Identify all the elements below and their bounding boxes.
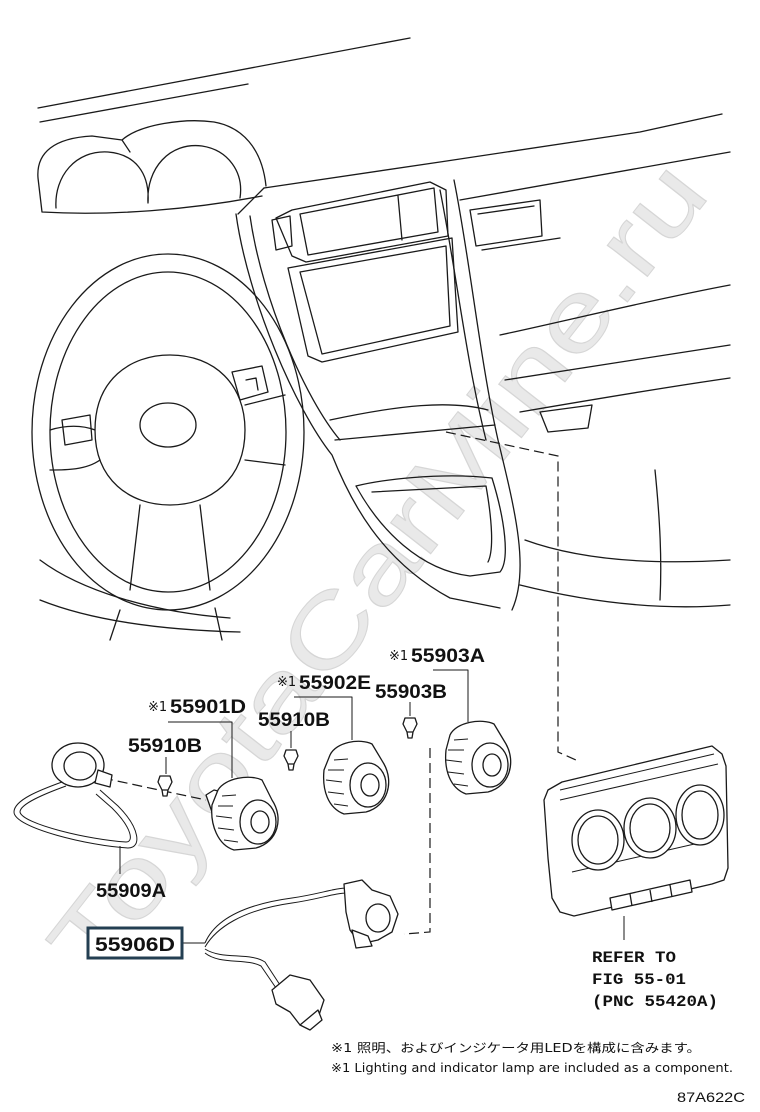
- label-55901D[interactable]: 55901D: [170, 697, 246, 718]
- part-55901D-illustration: [205, 776, 279, 851]
- panel-hole-left-inner: [577, 815, 619, 865]
- center-display-upper: [271, 181, 449, 263]
- knob-center: [250, 810, 270, 834]
- steering-wheel-hub: [94, 354, 246, 506]
- part-55909A-illustration: [13, 742, 138, 849]
- shift-console: [355, 475, 506, 577]
- reference-line-2[interactable]: FIG 55-01: [592, 971, 686, 989]
- harness-connector-foot: [351, 929, 373, 949]
- label-55906D[interactable]: 55906D: [95, 935, 175, 956]
- bulb-left: [157, 775, 173, 797]
- panel-hole-middle-inner: [629, 803, 671, 853]
- bulb-right: [402, 717, 418, 739]
- leader-lines: [119, 669, 625, 944]
- highlight-box-55906D: [86, 926, 184, 960]
- illustration-code: 87A622C: [677, 1089, 745, 1105]
- center-display-lower: [287, 237, 459, 363]
- panel-button-strip: [609, 879, 693, 911]
- steering-wheel-rim-outer: [31, 253, 305, 611]
- passenger-dashboard: [469, 199, 731, 608]
- knob-ribs: [215, 794, 239, 843]
- panel-hole-right-inner: [681, 790, 719, 840]
- reference-line-1: REFER TO: [592, 949, 676, 967]
- harness-connector-socket: [365, 903, 391, 933]
- dashboard-illustration: [31, 37, 731, 641]
- label-55903A[interactable]: 55903A: [411, 646, 485, 667]
- switch-wire-loop: [13, 781, 138, 849]
- footnote-english: ※1 Lighting and indicator lamp are inclu…: [331, 1061, 733, 1075]
- label-55902E[interactable]: 55902E: [299, 673, 371, 694]
- airbag-emblem: [139, 402, 197, 448]
- switch-bulb-holder: [94, 769, 113, 788]
- knob-center: [360, 773, 380, 797]
- label-55902E-marker: ※1: [277, 675, 296, 690]
- reference-note: REFER TO FIG 55-01 (PNC 55420A): [592, 949, 718, 1011]
- switch-socket-inner: [63, 751, 97, 781]
- reference-line-3: (PNC 55420A): [592, 993, 718, 1011]
- part-55910B-bulbs: [157, 717, 418, 797]
- harness-wire: [204, 887, 349, 989]
- steering-wheel-rim-inner: [49, 271, 287, 593]
- bulb-middle: [283, 749, 299, 771]
- label-55901D-marker: ※1: [148, 700, 167, 715]
- label-55910B-left[interactable]: 55910B: [128, 736, 202, 757]
- floor-lines: [39, 559, 241, 633]
- label-55910B-right[interactable]: 55910B: [258, 710, 330, 731]
- knob-ribs: [325, 758, 349, 807]
- label-55909A[interactable]: 55909A: [96, 881, 166, 902]
- footnote-japanese: ※1 照明、およびインジケータ用LEDを構成に含みます。: [331, 1040, 701, 1055]
- label-55903A-marker: ※1: [389, 649, 408, 664]
- harness-plug-tip: [299, 1009, 323, 1031]
- dashboard-top-edge: [37, 37, 731, 201]
- steering-wheel-spokes: [49, 365, 286, 641]
- knob-ribs: [445, 738, 469, 787]
- part-55902E-illustration: [322, 740, 390, 815]
- knob-center: [482, 753, 502, 777]
- part-55903A-illustration: [444, 720, 512, 795]
- reference-dashed-lines: [102, 431, 577, 935]
- label-55903B[interactable]: 55903B: [375, 682, 447, 703]
- part-55906D-illustration: [204, 879, 399, 1031]
- heater-control-panel-illustration: [543, 745, 729, 917]
- instrument-cluster-hood: [37, 120, 267, 214]
